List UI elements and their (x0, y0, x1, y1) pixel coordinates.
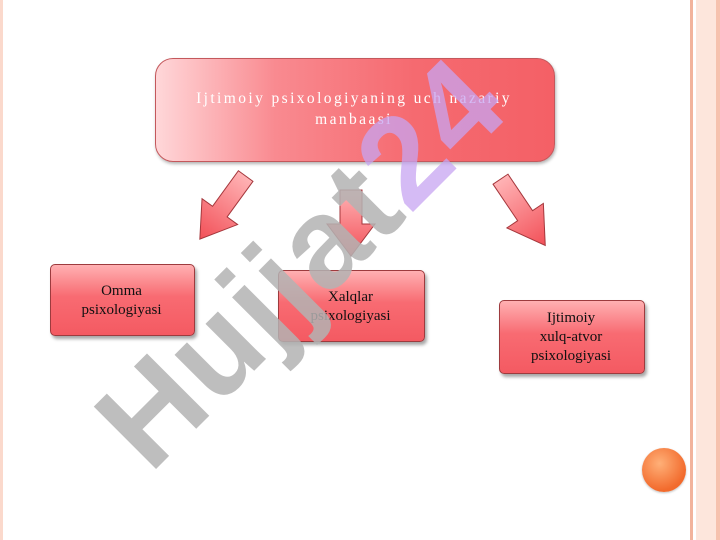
node-omma-label: Omma psixologiyasi (50, 282, 193, 320)
node-xalqlar-box (278, 270, 425, 342)
right-edge-stripe-inner (716, 0, 720, 540)
arrow-left (199, 170, 254, 240)
node-omma-box (50, 264, 195, 336)
node-xulq-label: Ijtimoiy xulq-atvor psixologiyasi (499, 309, 643, 366)
node-xulq-label-line2: xulq-atvor (539, 329, 603, 345)
node-xalqlar-label-line2: psixologiyasi (310, 308, 391, 324)
arrow-right (492, 173, 546, 247)
node-xulq-label-line1: Ijtimoiy (546, 310, 596, 326)
left-edge-stripe (0, 0, 3, 540)
arrow-center (326, 189, 376, 257)
diagram-title: Ijtimoiy psixologiyaning uch nazariy man… (196, 90, 512, 128)
node-xalqlar-label-line1: Xalqlar (328, 289, 373, 305)
diagram-title-box (155, 58, 555, 162)
node-xalqlar-label: Xalqlar psixologiyasi (278, 288, 423, 326)
right-edge-stripe-outer (690, 0, 693, 540)
node-omma-label-line1: Omma (101, 283, 142, 299)
node-omma-label-line2: psixologiyasi (81, 302, 162, 318)
accent-dot (642, 448, 686, 492)
node-xulq-label-line3: psixologiyasi (530, 348, 611, 364)
node-xulq-box (499, 300, 645, 374)
right-edge-stripe-band (696, 0, 716, 540)
